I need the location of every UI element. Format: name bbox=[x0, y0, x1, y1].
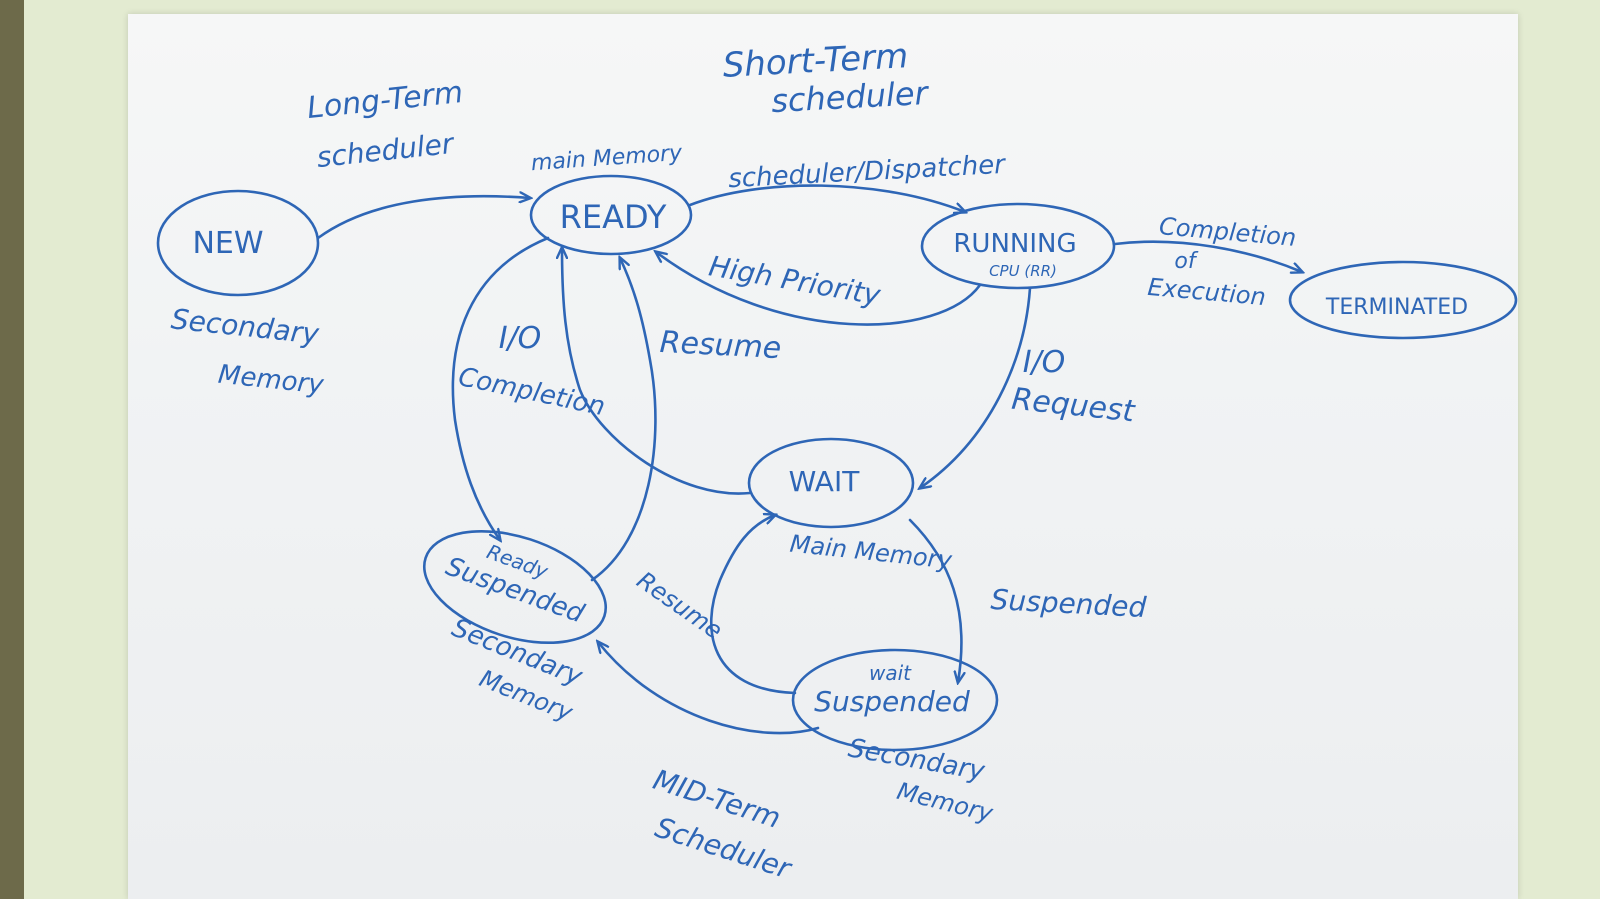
arrow-wait-suspended-to-wait bbox=[709, 515, 797, 695]
label-io-completion: I/O Completion bbox=[456, 321, 608, 422]
label-secondary-memory-new: Secondary Memory bbox=[170, 302, 326, 400]
arrow-running-to-ready bbox=[656, 252, 982, 326]
state-wait: WAIT bbox=[747, 437, 915, 529]
arrow-wait-to-ready bbox=[562, 248, 752, 495]
svg-text:Secondary: Secondary bbox=[846, 733, 987, 787]
svg-text:READY: READY bbox=[560, 198, 667, 236]
label-suspended-edge: Suspended bbox=[990, 583, 1147, 624]
arrow-ready-to-running bbox=[688, 184, 965, 212]
svg-text:Request: Request bbox=[1010, 382, 1137, 430]
label-long-term-scheduler: Long-Term scheduler bbox=[305, 75, 464, 174]
label-secondary-memory-ready-suspended: Secondary Memory bbox=[448, 613, 587, 727]
state-terminated: TERMINATED bbox=[1288, 260, 1518, 340]
svg-text:I/O: I/O bbox=[1023, 345, 1066, 380]
svg-text:Completion: Completion bbox=[1158, 212, 1297, 252]
label-main-memory-wait: Main Memory bbox=[789, 530, 954, 575]
label-high-priority: High Priority bbox=[706, 249, 883, 312]
state-new: NEW bbox=[156, 189, 320, 297]
label-mid-term-scheduler: MID-Term Scheduler bbox=[649, 763, 796, 886]
svg-text:of: of bbox=[1174, 249, 1198, 274]
state-ready: READY bbox=[529, 174, 693, 256]
svg-text:RUNNING: RUNNING bbox=[953, 229, 1076, 259]
arrow-running-to-terminated bbox=[1113, 240, 1302, 272]
label-short-term-scheduler: Short-Term scheduler bbox=[722, 36, 931, 120]
arrow-wait-suspended-to-ready-suspended bbox=[598, 642, 820, 735]
arrow-ready-to-ready-suspended bbox=[451, 236, 550, 540]
board-frame-left bbox=[0, 0, 24, 899]
svg-text:CPU (RR): CPU (RR) bbox=[989, 262, 1057, 280]
state-running: RUNNING CPU (RR) bbox=[920, 202, 1116, 290]
svg-text:Secondary: Secondary bbox=[170, 302, 321, 350]
svg-text:scheduler: scheduler bbox=[315, 127, 456, 174]
svg-text:wait: wait bbox=[869, 661, 912, 685]
svg-text:Short-Term: Short-Term bbox=[722, 36, 909, 86]
svg-text:Execution: Execution bbox=[1146, 273, 1267, 311]
whiteboard bbox=[128, 14, 1518, 899]
label-resume-ready: Resume bbox=[659, 325, 782, 366]
arrow-ready-suspended-to-ready bbox=[590, 258, 657, 582]
arrow-wait-to-wait-suspended bbox=[908, 518, 961, 682]
arrow-new-to-ready bbox=[316, 196, 530, 240]
svg-text:scheduler: scheduler bbox=[770, 74, 930, 120]
svg-text:Long-Term: Long-Term bbox=[305, 75, 464, 126]
svg-text:Completion: Completion bbox=[456, 362, 608, 422]
label-io-request: I/O Request bbox=[1010, 345, 1137, 430]
svg-text:TERMINATED: TERMINATED bbox=[1325, 295, 1468, 320]
svg-text:I/O: I/O bbox=[499, 321, 542, 356]
label-main-memory-ready: main Memory bbox=[530, 141, 684, 177]
label-secondary-memory-wait-suspended: Secondary Memory bbox=[846, 733, 996, 827]
svg-text:Memory: Memory bbox=[217, 360, 326, 401]
arrow-running-to-wait bbox=[920, 286, 1032, 488]
state-wait-suspended: wait Suspended bbox=[791, 648, 999, 752]
svg-text:NEW: NEW bbox=[192, 226, 263, 261]
svg-text:WAIT: WAIT bbox=[789, 465, 861, 498]
svg-text:Suspended: Suspended bbox=[814, 685, 970, 718]
